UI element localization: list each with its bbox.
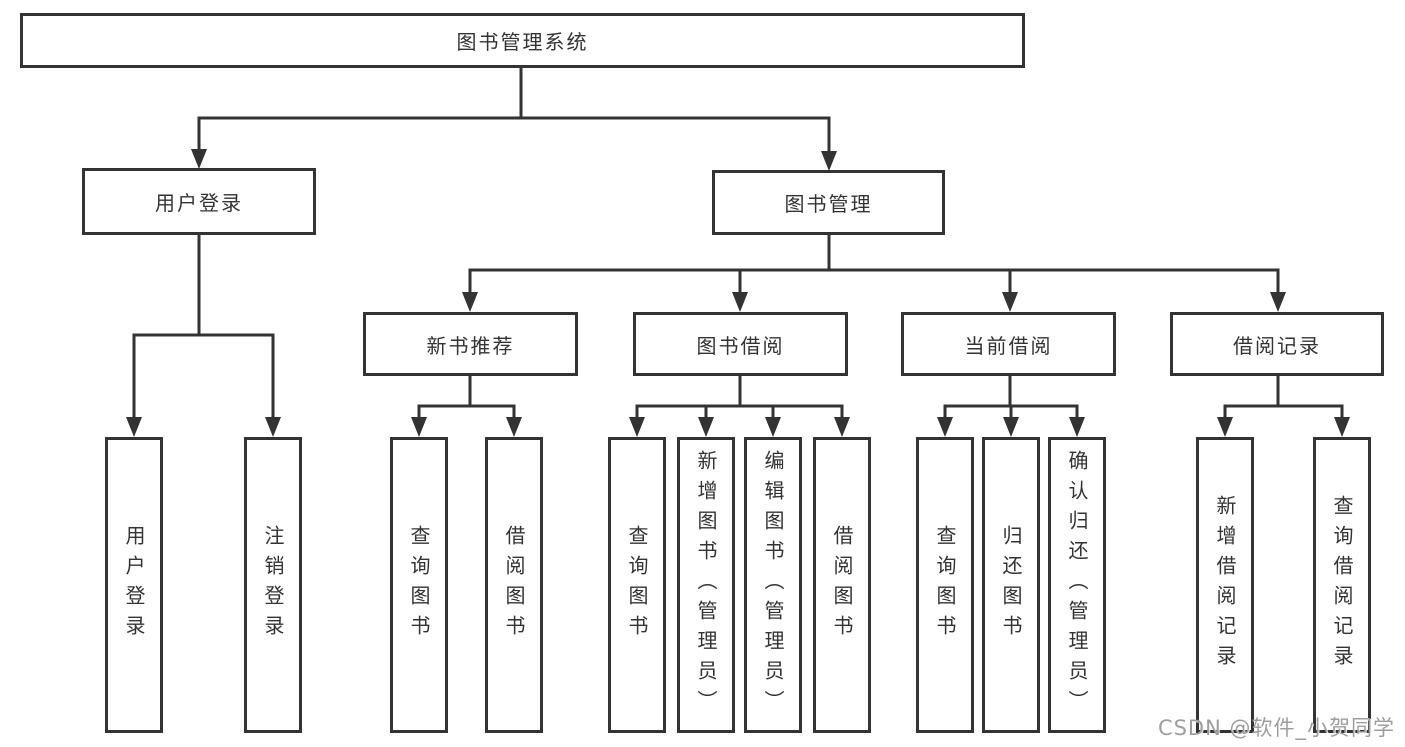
node-book-management: 图书管理 [712, 170, 945, 235]
node-root-library-system: 图书管理系统 [20, 13, 1025, 68]
connector-userlogin-rail [132, 333, 275, 425]
leaf-user-login-label: 用户登录 [122, 525, 146, 645]
leaf-recommend-query-books: 查询图书 [390, 437, 448, 733]
leaf-borrow-query-books: 查询图书 [608, 437, 666, 733]
arrowhead-br-query [1334, 417, 1350, 437]
leaf-add-books-admin: 新增图书（管理员） [677, 437, 735, 733]
leaf-confirm-return-admin-label: 确认归还（管理员） [1065, 450, 1089, 720]
connector-borrow-rail [635, 404, 844, 427]
leaf-borrow-books-label: 借阅图书 [830, 525, 854, 645]
leaf-current-query-books: 查询图书 [916, 437, 974, 733]
leaf-return-books-label: 归还图书 [999, 525, 1023, 645]
arrowhead-leaf-userlogin [126, 417, 142, 437]
arrowhead-recommend [462, 292, 478, 312]
arrowhead-bb-borrow [834, 417, 850, 437]
node-new-book-recommend: 新书推荐 [363, 312, 578, 376]
arrowhead-bookborrow [732, 292, 748, 312]
leaf-add-borrow-record: 新增借阅记录 [1196, 437, 1254, 733]
arrowhead-rec-borrow [506, 417, 522, 437]
leaf-logout-login-label: 注销登录 [261, 525, 285, 645]
leaf-query-borrow-record-label: 查询借阅记录 [1330, 495, 1354, 675]
node-borrow-records: 借阅记录 [1170, 312, 1384, 376]
leaf-query-borrow-record: 查询借阅记录 [1313, 437, 1371, 733]
arrowhead-borrowrecords [1270, 292, 1286, 312]
arrowhead-cb-return [1003, 417, 1019, 437]
connector-recommend-rail [417, 404, 516, 427]
leaf-confirm-return-admin: 确认归还（管理员） [1048, 437, 1106, 733]
connector-level2-rail [197, 116, 831, 162]
leaf-recommend-borrow-books: 借阅图书 [485, 437, 543, 733]
node-user-login: 用户登录 [82, 168, 316, 235]
connector-records-rail [1223, 404, 1344, 427]
leaf-edit-books-admin-label: 编辑图书（管理员） [761, 450, 785, 720]
leaf-edit-books-admin: 编辑图书（管理员） [744, 437, 802, 733]
arrowhead-userlogin [191, 149, 207, 169]
csdn-watermark: CSDN @软件_小贺同学 [1157, 716, 1395, 740]
leaf-add-books-admin-label: 新增图书（管理员） [694, 450, 718, 720]
arrowhead-br-add [1217, 417, 1233, 437]
node-current-borrow: 当前借阅 [901, 312, 1116, 376]
arrowhead-group [126, 149, 1350, 437]
leaf-logout-login: 注销登录 [244, 437, 302, 733]
leaf-borrow-books: 借阅图书 [813, 437, 871, 733]
arrowhead-bb-add [698, 417, 714, 437]
leaf-borrow-query-books-label: 查询图书 [625, 525, 649, 645]
arrowhead-rec-query [411, 417, 427, 437]
node-book-borrow: 图书借阅 [633, 312, 848, 376]
arrowhead-cb-confirm [1069, 417, 1085, 437]
leaf-user-login: 用户登录 [105, 437, 163, 733]
arrowhead-bookmgmt [821, 151, 837, 171]
connector-level3-rail [468, 268, 1280, 302]
arrowhead-bb-query [629, 417, 645, 437]
arrowhead-currentborrow [1002, 292, 1018, 312]
arrowhead-bb-edit [765, 417, 781, 437]
leaf-current-query-books-label: 查询图书 [933, 525, 957, 645]
leaf-return-books: 归还图书 [982, 437, 1040, 733]
arrowhead-cb-query [937, 417, 953, 437]
leaf-recommend-query-books-label: 查询图书 [407, 525, 431, 645]
leaf-recommend-borrow-books-label: 借阅图书 [502, 525, 526, 645]
arrowhead-leaf-logout [265, 417, 281, 437]
leaf-add-borrow-record-label: 新增借阅记录 [1213, 495, 1237, 675]
